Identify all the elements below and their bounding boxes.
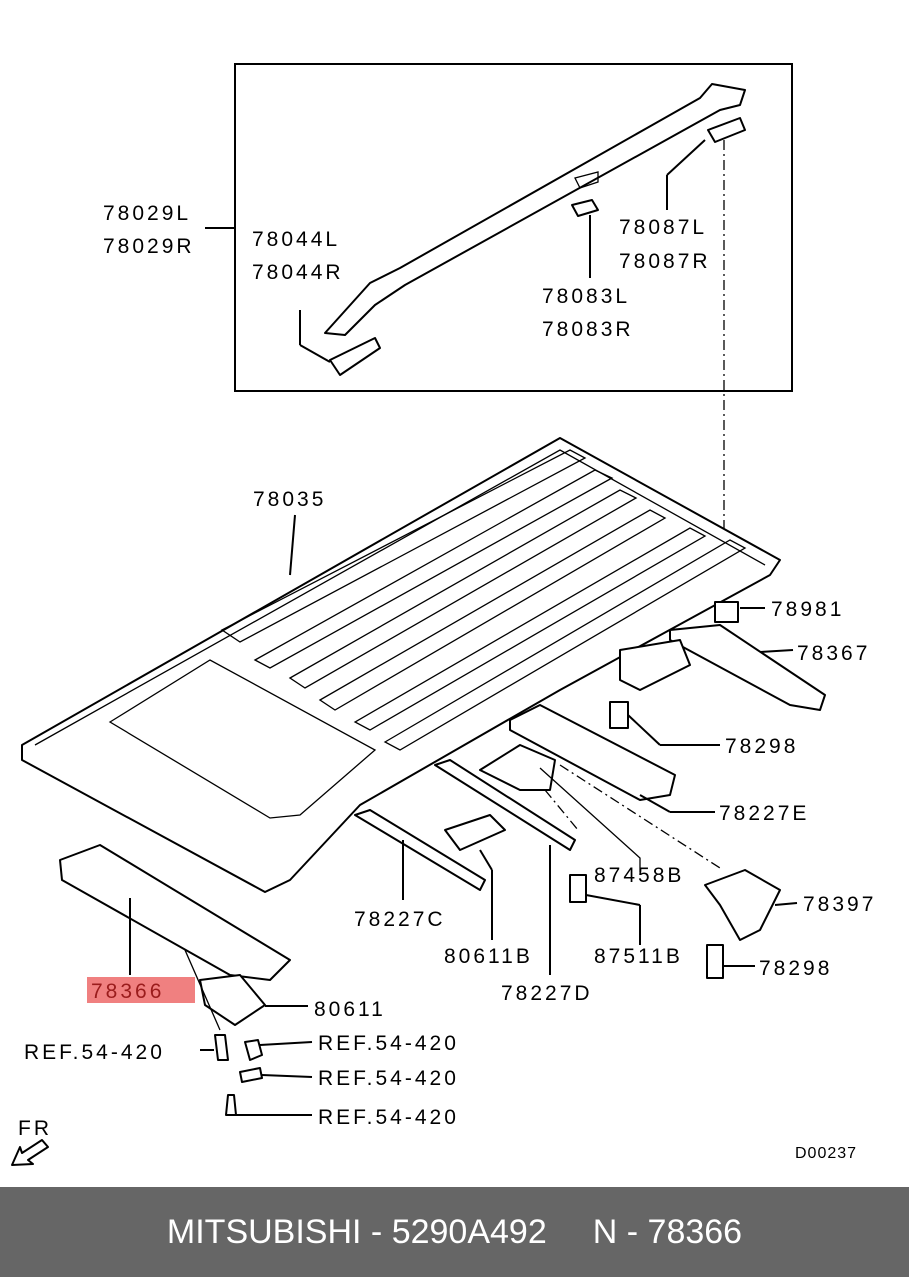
label-78029L: 78029L — [103, 202, 191, 225]
highlight-box — [87, 977, 195, 1003]
label-80611B: 80611B — [444, 945, 533, 968]
label-78044L: 78044L — [252, 228, 340, 251]
label-78083L: 78083L — [542, 285, 630, 308]
label-87511B: 87511B — [594, 945, 683, 968]
label-78087R: 78087R — [619, 250, 711, 273]
separator: - — [617, 1212, 648, 1251]
label-ref-54-420-left: REF.54-420 — [24, 1041, 165, 1064]
parts-diagram: 78029L 78029R 78044L 78044R 78083L 78083… — [11, 63, 876, 1166]
label-78029R: 78029R — [103, 235, 195, 258]
bracket-78397 — [704, 869, 781, 941]
part-number: 5290A492 — [391, 1212, 547, 1251]
label-78035: 78035 — [253, 488, 326, 511]
part-info-footer: MITSUBISHI - 5290A492 N - 78366 — [0, 1187, 909, 1277]
callout-labels: 78029L 78029R 78044L 78044R 78083L 78083… — [18, 202, 876, 1162]
sunroof-opening — [108, 659, 377, 819]
label-78366[interactable]: 78366 — [91, 980, 164, 1003]
label-78227C: 78227C — [354, 908, 446, 931]
label-80611: 80611 — [314, 998, 386, 1021]
label-78087L: 78087L — [619, 216, 707, 239]
label-78227E: 78227E — [719, 802, 809, 825]
label-ref-54-420-1: REF.54-420 — [318, 1032, 459, 1055]
n-label: N — [592, 1212, 618, 1251]
front-header-78366 — [59, 844, 291, 981]
rear-header-78367 — [669, 624, 826, 711]
label-78227D: 78227D — [501, 982, 593, 1005]
label-78397: 78397 — [803, 893, 876, 916]
separator: - — [361, 1212, 392, 1251]
roof-rail — [324, 83, 746, 336]
label-87458B: 87458B — [594, 864, 684, 887]
front-direction-arrow-icon — [11, 1139, 49, 1166]
front-label: FR — [18, 1117, 52, 1140]
label-78367: 78367 — [797, 642, 870, 665]
brand-name: MITSUBISHI — [166, 1212, 362, 1251]
label-ref-54-420-2: REF.54-420 — [318, 1067, 459, 1090]
label-78083R: 78083R — [542, 318, 634, 341]
diagram-code: D00237 — [795, 1145, 857, 1162]
roof-panel — [21, 437, 781, 893]
label-78298: 78298 — [725, 735, 798, 758]
label-ref-54-420-3: REF.54-420 — [318, 1106, 459, 1129]
ref-number: 78366 — [647, 1212, 743, 1251]
label-78044R: 78044R — [252, 261, 344, 284]
label-78981: 78981 — [771, 598, 844, 621]
label-78298-lower: 78298 — [759, 957, 832, 980]
